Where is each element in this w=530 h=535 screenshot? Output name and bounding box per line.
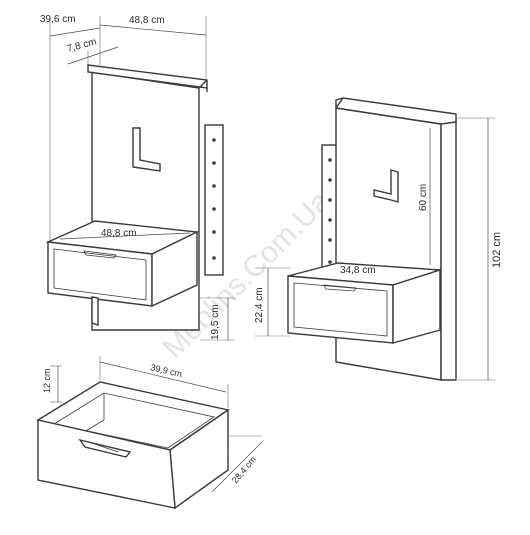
wall-rail (204, 124, 224, 276)
panel-height-label: 60 cm (418, 184, 429, 211)
left-view: 39,6 cm 48,8 cm 7,8 cm 48,8 cm 19,5 cm (40, 14, 235, 341)
total-height-dimension: 102 cm (458, 117, 503, 381)
drawer-side-height-label: 12 cm (42, 368, 52, 393)
panel-depth-dimension: 7,8 cm (66, 37, 119, 65)
drawer-height-dimension-right: 22,4 cm (254, 267, 290, 337)
panel-depth-label: 7,8 cm (66, 37, 98, 55)
drawer-length-label: 39,9 cm (150, 362, 183, 379)
drawer-height-label-left: 19,5 cm (210, 304, 221, 340)
depth-total-dimension: 39,6 cm (40, 14, 101, 240)
shelf-width-label-left: 48,8 cm (101, 228, 137, 239)
width-top-dimension: 48,8 cm (99, 15, 207, 80)
panel-height-dimension: 60 cm (418, 128, 431, 265)
width-top-label: 48,8 cm (129, 15, 165, 26)
hook-icon-right (373, 169, 399, 203)
drawer-view: 39,9 cm 12 cm 28,4 cm (36, 356, 263, 510)
right-view: 60 cm 102 cm 34,8 cm 22,4 cm (254, 97, 503, 381)
drawer-height-label-right: 22,4 cm (254, 287, 265, 323)
drawer-height-dimension-left: 19,5 cm (200, 297, 235, 341)
total-height-label: 102 cm (491, 232, 503, 268)
right-shelf (287, 262, 441, 344)
left-shelf (45, 220, 200, 326)
drawer-side-height-dimension: 12 cm (42, 365, 62, 403)
depth-total-label: 39,6 cm (40, 14, 76, 25)
shelf-width-label-right: 34,8 cm (340, 265, 376, 276)
hook-icon (132, 127, 161, 172)
